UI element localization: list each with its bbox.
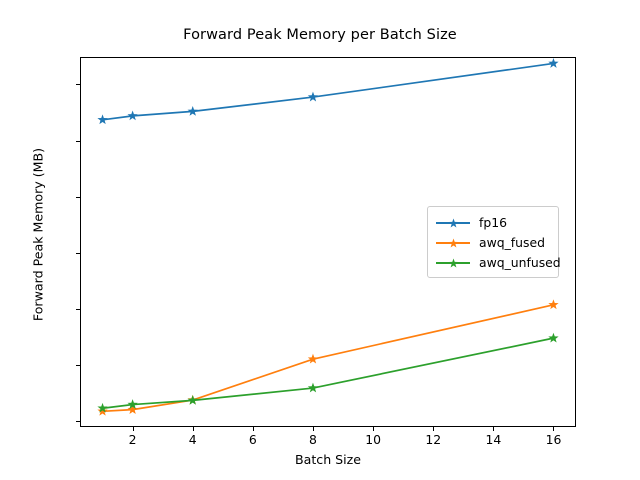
- series-line: [102, 303, 554, 413]
- y-tick-mark: [76, 308, 80, 310]
- legend-label: fp16: [479, 215, 507, 230]
- legend-star-icon: [448, 258, 459, 268]
- data-point-marker: [548, 299, 559, 310]
- x-tick-mark: [192, 427, 194, 431]
- x-tick-label: 16: [545, 432, 562, 447]
- y-tick-mark: [76, 364, 80, 366]
- legend-item-fp16: fp16: [436, 213, 550, 233]
- legend-swatch: [436, 216, 470, 230]
- data-point-marker: [307, 91, 319, 102]
- x-tick-label: 4: [188, 432, 197, 447]
- data-point-marker: [307, 382, 319, 393]
- series-fp16: [97, 58, 559, 125]
- legend-item-awq_unfused: awq_unfused: [436, 253, 561, 273]
- legend-label: awq_fused: [479, 235, 545, 250]
- plot-series-layer: [97, 58, 559, 416]
- y-tick-mark: [76, 84, 80, 86]
- x-tick-label: 14: [485, 432, 502, 447]
- data-point-marker: [127, 110, 138, 121]
- x-tick-label: 12: [425, 432, 442, 447]
- y-tick-mark: [76, 252, 80, 254]
- chart-legend: fp16 awq_fused awq_unfused: [427, 206, 561, 278]
- series-awq_fused: [97, 299, 559, 416]
- y-tick-mark: [76, 196, 80, 198]
- data-point-marker: [97, 402, 108, 413]
- x-tick-mark: [252, 427, 254, 431]
- x-axis-label: Batch Size: [294, 452, 362, 467]
- x-tick-label: 8: [309, 432, 317, 447]
- x-tick-label: 2: [128, 432, 137, 447]
- data-point-marker: [187, 105, 198, 116]
- y-tick-mark: [76, 420, 80, 422]
- data-point-marker: [127, 404, 138, 414]
- legend-label: awq_unfused: [479, 255, 561, 270]
- legend-star-icon: [448, 218, 459, 228]
- x-tick-mark: [132, 427, 134, 431]
- data-point-marker: [127, 399, 138, 409]
- data-point-marker: [548, 58, 559, 68]
- data-point-marker: [187, 394, 198, 405]
- y-tick-mark: [76, 140, 80, 142]
- x-tick-label: 10: [365, 432, 381, 447]
- data-point-marker: [548, 332, 559, 343]
- series-awq_unfused: [97, 332, 559, 413]
- x-tick-label: 6: [248, 432, 257, 447]
- series-line: [102, 62, 554, 121]
- series-line: [102, 337, 554, 410]
- x-tick-mark: [553, 427, 555, 431]
- x-tick-mark: [493, 427, 495, 431]
- data-point-marker: [97, 405, 108, 416]
- data-point-marker: [97, 114, 108, 125]
- data-point-marker: [307, 353, 319, 364]
- legend-swatch: [436, 236, 470, 250]
- chart-title: Forward Peak Memory per Batch Size: [183, 27, 457, 43]
- legend-star-icon: [448, 238, 459, 248]
- x-tick-mark: [373, 427, 375, 431]
- x-tick-mark: [433, 427, 435, 431]
- x-tick-mark: [312, 427, 314, 431]
- legend-swatch: [436, 256, 470, 270]
- y-axis-label: Forward Peak Memory (MB): [30, 147, 46, 322]
- legend-item-awq_fused: awq_fused: [436, 233, 550, 253]
